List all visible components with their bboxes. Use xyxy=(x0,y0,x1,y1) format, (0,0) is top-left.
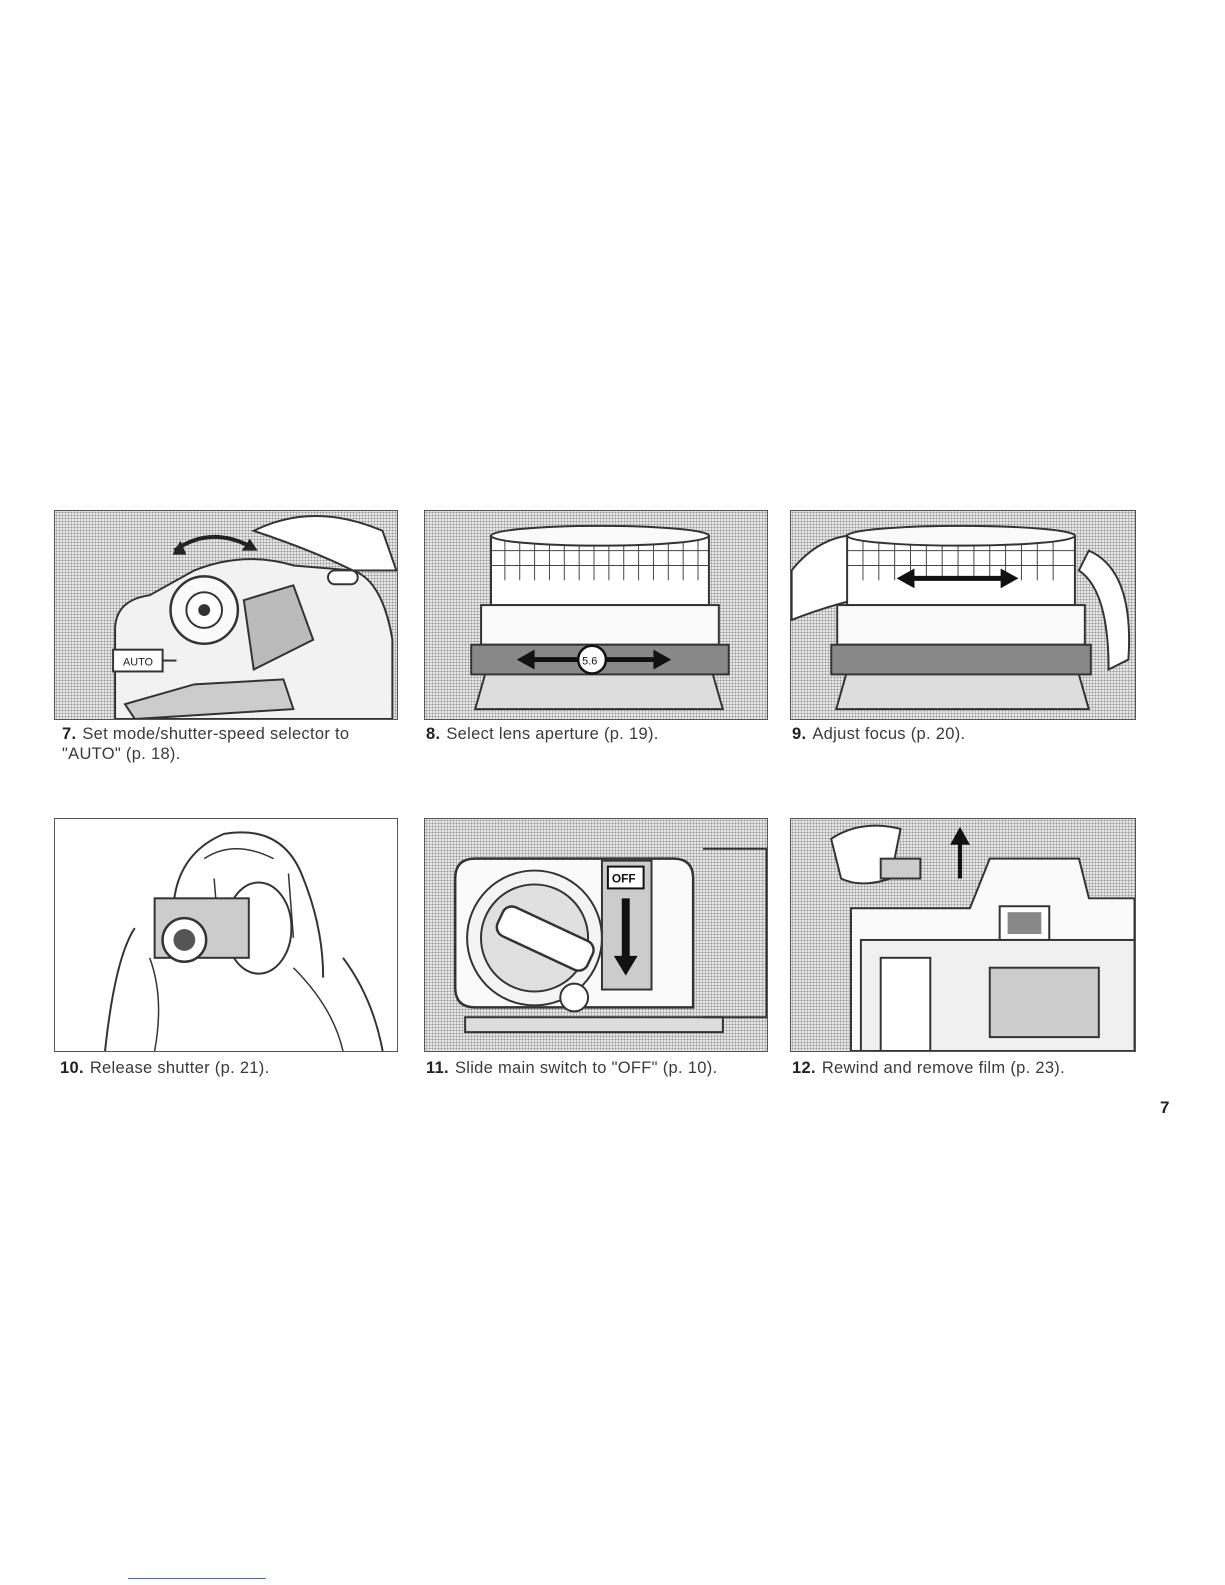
step-text: Select lens aperture (p. 19). xyxy=(446,725,658,743)
lens-focus-drawing xyxy=(791,511,1135,719)
step-text: Rewind and remove film (p. 23). xyxy=(822,1059,1065,1077)
step-number: 7. xyxy=(62,725,76,743)
rewind-crank-drawing xyxy=(791,819,1135,1051)
step-number: 10. xyxy=(60,1059,84,1077)
step-number: 8. xyxy=(426,725,440,743)
step-text: Release shutter (p. 21). xyxy=(90,1059,270,1077)
step-text: Adjust focus (p. 20). xyxy=(812,725,965,743)
illustration-main-switch: OFF xyxy=(424,818,768,1052)
lens-aperture-drawing: 5.6 xyxy=(425,511,767,719)
caption-step-8: 8. Select lens aperture (p. 19). xyxy=(426,724,756,744)
step-number: 11. xyxy=(426,1059,449,1077)
caption-step-7: 7.Set mode/shutter-speed selector to "AU… xyxy=(62,724,362,764)
step-text: Set mode/shutter-speed selector to "AUTO… xyxy=(62,725,349,763)
step-number: 9. xyxy=(792,725,806,743)
illustration-lens-aperture: 5.6 xyxy=(424,510,768,720)
person-with-camera-drawing xyxy=(55,819,397,1051)
page-number: 7 xyxy=(1160,1098,1169,1118)
caption-step-11: 11. Slide main switch to "OFF" (p. 10). xyxy=(426,1058,774,1078)
aperture-illustration-label: 5.6 xyxy=(582,656,597,668)
illustration-lens-focus xyxy=(790,510,1136,720)
off-illustration-label: OFF xyxy=(612,871,636,885)
illustration-rewind-film xyxy=(790,818,1136,1052)
step-text: Slide main switch to "OFF" (p. 10). xyxy=(455,1059,717,1077)
mode-selector-drawing: AUTO xyxy=(55,511,397,719)
bottom-link-underline[interactable] xyxy=(128,1578,266,1579)
auto-illustration-label: AUTO xyxy=(123,657,153,669)
caption-step-12: 12. Rewind and remove film (p. 23). xyxy=(792,1058,1092,1078)
illustration-mode-selector: AUTO xyxy=(54,510,398,720)
caption-step-9: 9. Adjust focus (p. 20). xyxy=(792,724,1122,744)
step-number: 12. xyxy=(792,1059,816,1077)
caption-step-10: 10. Release shutter (p. 21). xyxy=(60,1058,380,1078)
main-switch-drawing: OFF xyxy=(425,819,767,1051)
illustration-release-shutter xyxy=(54,818,398,1052)
